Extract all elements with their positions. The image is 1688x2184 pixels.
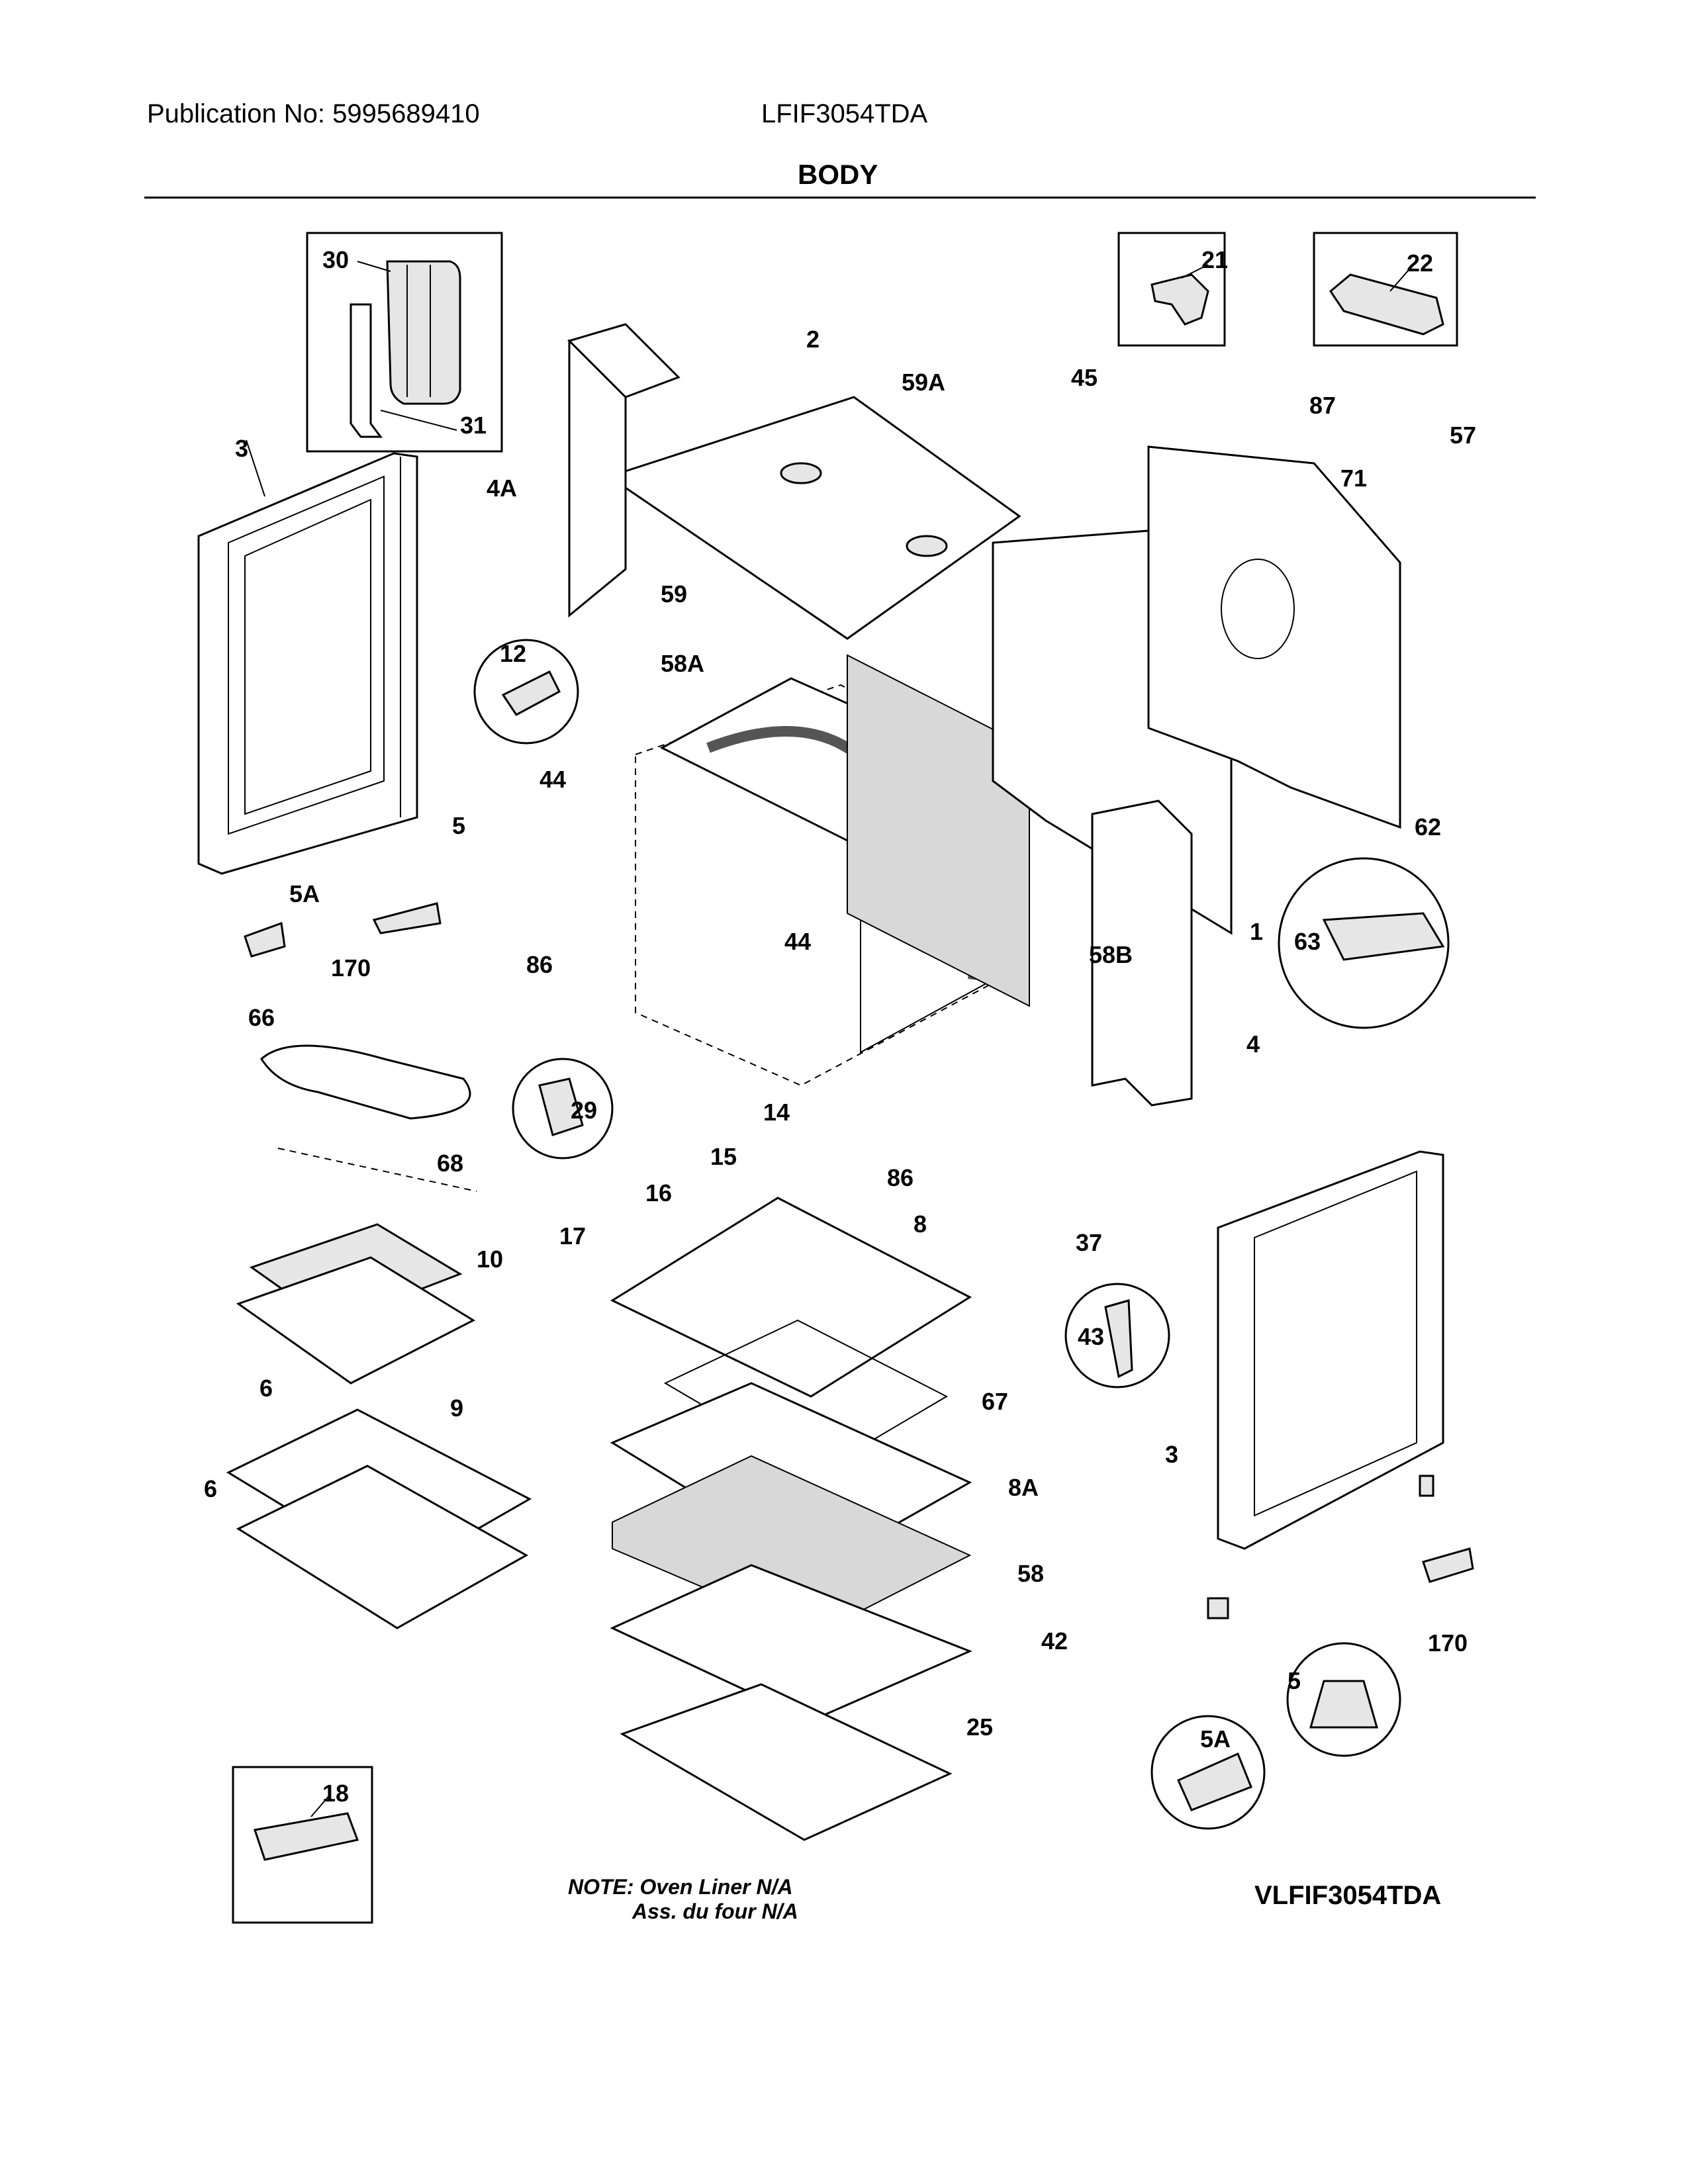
callout-57: 57 [1450, 422, 1476, 449]
callout-170-right: 170 [1428, 1629, 1468, 1657]
inset-box-30-31 [306, 232, 503, 453]
callout-8A: 8A [1008, 1474, 1039, 1501]
callout-68: 68 [437, 1150, 463, 1177]
zoom-circle-12 [473, 639, 579, 745]
callout-5-left: 5 [452, 812, 465, 839]
zoom-circle-62 [1278, 857, 1450, 1029]
callout-37: 37 [1076, 1229, 1102, 1256]
callout-29: 29 [571, 1097, 597, 1124]
callout-45: 45 [1071, 364, 1098, 391]
callout-labels: 30 31 2 59A 45 21 22 87 57 71 3 4A 59 12… [204, 246, 1476, 1807]
bake-element [260, 1044, 477, 1192]
oven-racks [226, 1408, 532, 1629]
leg-hardware [244, 902, 1474, 1619]
section-title: BODY [798, 159, 878, 190]
callout-12: 12 [500, 640, 526, 667]
callout-58A: 58A [661, 650, 704, 677]
callout-86-left: 86 [526, 951, 553, 978]
callout-6-lower: 6 [204, 1475, 217, 1502]
inset-box-21 [1117, 232, 1226, 347]
publication-number: Publication No: 5995689410 [147, 99, 480, 128]
callout-62: 62 [1415, 813, 1441, 841]
callout-6-upper: 6 [259, 1375, 273, 1402]
callout-9: 9 [450, 1394, 463, 1422]
header-rule [144, 197, 1536, 199]
note-line-2: Ass. du four N/A [632, 1899, 798, 1923]
callout-87: 87 [1309, 392, 1336, 419]
callout-67: 67 [982, 1388, 1008, 1415]
callout-63: 63 [1294, 928, 1321, 955]
note-line-1: NOTE: Oven Liner N/A [568, 1875, 793, 1899]
top-panel [567, 323, 1021, 640]
callout-18: 18 [322, 1780, 349, 1807]
callout-10: 10 [477, 1246, 503, 1273]
callout-66: 66 [248, 1004, 275, 1031]
callout-31: 31 [460, 412, 487, 439]
callout-25: 25 [966, 1713, 993, 1741]
oven-cavity [635, 654, 1030, 1087]
diagram-model-code: VLFIF3054TDA [1254, 1881, 1442, 1910]
callout-44-lower: 44 [784, 928, 811, 955]
callout-2: 2 [806, 326, 820, 353]
back-panels [992, 445, 1401, 1107]
callout-5-right: 5 [1288, 1667, 1301, 1694]
inset-box-18 [232, 1766, 373, 1924]
side-panel-right [1217, 1150, 1444, 1550]
bottom-assembly [610, 1197, 972, 1841]
broil-pan [236, 1223, 476, 1385]
zoom-circle-43 [1064, 1283, 1170, 1388]
zoom-circle-29 [512, 1058, 614, 1160]
callout-4A: 4A [487, 475, 517, 502]
callout-59: 59 [661, 580, 687, 608]
zoom-circle-5A [1150, 1715, 1266, 1830]
callout-5A-right: 5A [1200, 1725, 1231, 1752]
callout-43: 43 [1078, 1323, 1104, 1350]
zoom-circle-5 [1286, 1642, 1401, 1757]
callout-5A-left: 5A [289, 880, 320, 907]
callout-4: 4 [1246, 1030, 1260, 1058]
callout-17: 17 [559, 1222, 586, 1250]
inset-box-22 [1313, 232, 1458, 347]
callout-71: 71 [1340, 465, 1367, 492]
callout-58B: 58B [1089, 941, 1133, 968]
callout-86-right: 86 [887, 1164, 914, 1191]
callout-16: 16 [645, 1179, 672, 1206]
side-panel-left [197, 439, 418, 875]
callout-3-left: 3 [235, 435, 248, 462]
callout-58: 58 [1017, 1560, 1044, 1587]
callout-44-upper: 44 [539, 766, 566, 793]
callout-8: 8 [914, 1210, 927, 1238]
callout-170-left: 170 [331, 954, 371, 981]
callout-1: 1 [1250, 918, 1263, 945]
callout-30: 30 [322, 246, 349, 273]
callout-42: 42 [1041, 1627, 1068, 1655]
callout-22: 22 [1407, 250, 1433, 277]
callout-14: 14 [763, 1099, 790, 1126]
callout-59A: 59A [902, 369, 945, 396]
callout-3-right: 3 [1165, 1441, 1178, 1468]
callout-15: 15 [710, 1143, 737, 1170]
model-number: LFIF3054TDA [761, 99, 928, 128]
callout-21: 21 [1201, 246, 1228, 273]
